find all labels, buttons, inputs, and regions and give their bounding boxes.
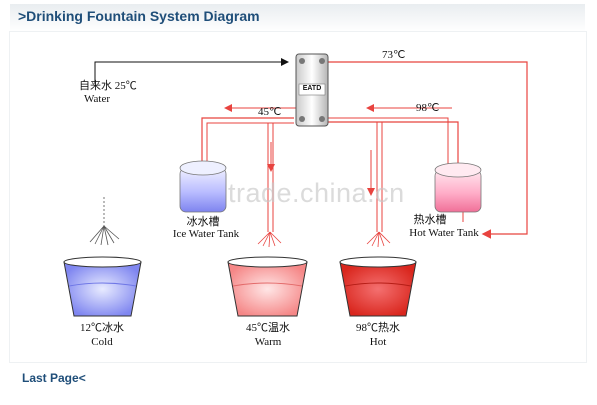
- hot-return-pipe: [328, 121, 459, 170]
- hot-loop-pipe-top: [328, 61, 528, 239]
- cold-label-cn: 12℃冰水: [80, 322, 124, 334]
- header-bar: [10, 4, 585, 32]
- hot-label-cn: 98℃热水: [356, 322, 400, 334]
- hot-branch: [328, 117, 449, 170]
- page-title: >Drinking Fountain System Diagram: [18, 8, 260, 24]
- hot-tank-label-cn: 热水槽: [413, 214, 447, 226]
- cold-spray: [89, 197, 120, 246]
- temp-73-label: 73℃: [382, 49, 406, 61]
- warm-spray: [257, 231, 282, 248]
- tap-water-pipe: [94, 58, 289, 84]
- last-page-link[interactable]: Last Page<: [22, 371, 86, 385]
- hot-label-en: Hot: [369, 336, 387, 348]
- temp-98-label: 98℃: [416, 102, 440, 114]
- tap-water-label-cn: 自来水 25℃: [79, 80, 137, 92]
- cold-cup: [63, 256, 142, 317]
- temp-45-label: 45℃: [258, 106, 282, 118]
- warm-label-en: Warm: [254, 336, 282, 348]
- hot-cup: [339, 256, 417, 317]
- warm-label-cn: 45℃温水: [246, 322, 290, 334]
- tap-water-label-en: Water: [84, 93, 110, 105]
- warm-pipe: [201, 117, 294, 163]
- cold-label-en: Cold: [91, 336, 113, 348]
- ice-water-tank: [179, 160, 227, 213]
- hot-water-tank: [434, 162, 482, 213]
- heat-exchanger: [295, 53, 329, 127]
- warm-cup: [227, 256, 308, 317]
- heat-exchanger-label: EATD: [302, 85, 322, 92]
- hot-tank-label-en: Hot Water Tank: [409, 227, 479, 239]
- hot-spray: [366, 231, 391, 248]
- ice-tank-label-cn: 冰水槽: [186, 216, 220, 228]
- watermark: trade.china.cn: [228, 178, 405, 208]
- ice-tank-label-en: Ice Water Tank: [172, 228, 240, 240]
